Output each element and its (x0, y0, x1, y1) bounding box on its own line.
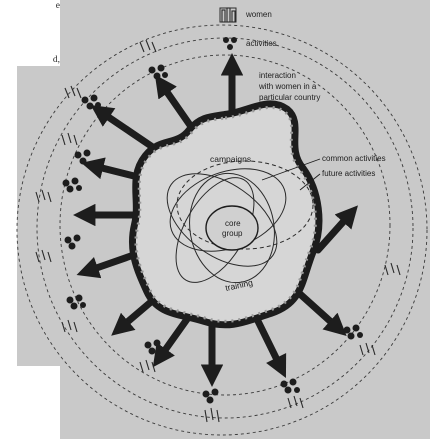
interaction-label-line: with women in a (258, 82, 317, 91)
core-group-circle (206, 206, 258, 250)
women-figure-icon (360, 343, 375, 355)
women-figure-icon (288, 396, 303, 408)
interaction-annotation: interaction with women in a particular c… (258, 71, 320, 102)
future-activities-label: future activities (322, 169, 375, 178)
core-group-label-2: group (222, 229, 243, 238)
dot-cluster (82, 95, 102, 110)
dot-cluster (145, 340, 161, 355)
arrow-down-left (158, 315, 190, 360)
women-figure-icon (36, 250, 51, 262)
core-group-label: core (225, 219, 241, 228)
women-figure-icon (62, 320, 77, 332)
women-figure-icon (36, 190, 51, 202)
women-figure-icon (222, 8, 235, 22)
dot-cluster (223, 37, 237, 50)
women-figure-icon (62, 133, 77, 145)
dot-cluster (203, 389, 219, 404)
dot-cluster (67, 295, 87, 310)
arrow-right (318, 212, 352, 250)
women-figure-icon (205, 408, 219, 422)
women-figure-icon (140, 360, 155, 372)
arrow-down-right (255, 315, 282, 370)
legend-activities-label: activities (246, 39, 277, 48)
common-activities-label: common activities (322, 154, 386, 163)
legend-women-label: women (245, 10, 272, 19)
legend: women activities (220, 8, 277, 48)
dot-cluster (63, 178, 83, 193)
women-figure-icon (385, 263, 400, 275)
arrow-upper-left (160, 82, 192, 128)
dot-cluster (65, 235, 81, 250)
women-figure-icon (140, 40, 156, 52)
interaction-label-line: interaction (259, 71, 296, 80)
campaigns-label: campaigns (210, 154, 251, 164)
women-figure-icon (65, 86, 81, 98)
dot-cluster (281, 379, 301, 394)
interaction-label-line: particular country (259, 93, 320, 102)
